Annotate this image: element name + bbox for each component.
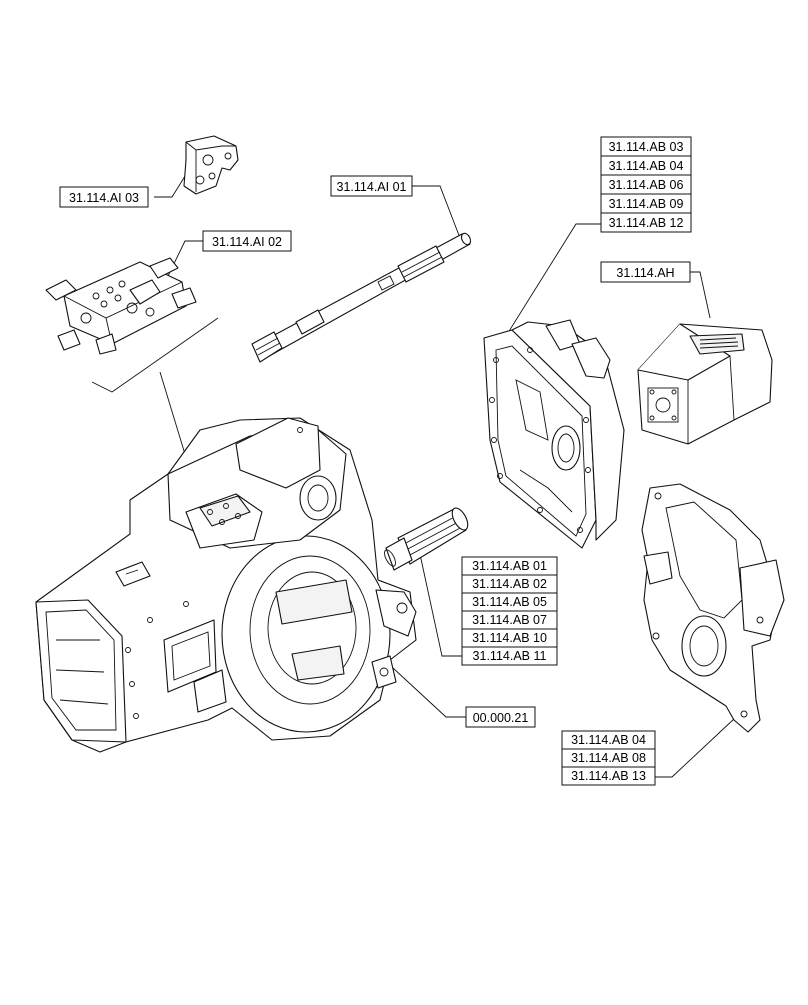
- callout-pto-input-shaft: 31.114.AB 07: [472, 613, 547, 627]
- pto-bracket-part: [183, 135, 239, 195]
- callout-pto-valve: 31.114.AI 02: [212, 235, 282, 249]
- callout-transmission-housing: 00.000.21: [473, 711, 529, 725]
- callout-box: [461, 646, 558, 666]
- callout-pto-input-shaft: 31.114.AB 01: [472, 559, 547, 573]
- pto-input-shaft-part: [384, 507, 469, 571]
- callout-box-pto-cover: [600, 261, 691, 283]
- callout-box: [600, 212, 692, 233]
- pto-support-plate-part: [641, 483, 785, 733]
- callout-pto-input-shaft: 31.114.AB 11: [473, 649, 547, 663]
- callout-box-pto-bracket: [59, 186, 149, 208]
- callout-pto-support-plate: 31.114.AB 08: [571, 751, 646, 765]
- callout-box-transmission-housing: [465, 706, 536, 728]
- pto-shaft-part: [251, 232, 472, 363]
- transmission-housing-part: [35, 417, 417, 753]
- callout-pto-housing: 31.114.AB 12: [609, 216, 684, 230]
- callout-pto-support-plate: 31.114.AB 13: [571, 769, 646, 783]
- callout-box: [561, 766, 656, 786]
- callout-pto-cover: 31.114.AH: [616, 266, 674, 280]
- pto-housing-part: [483, 319, 625, 549]
- callout-pto-housing: 31.114.AB 09: [609, 197, 684, 211]
- pto-valve-part: [45, 257, 197, 355]
- callout-pto-input-shaft: 31.114.AB 10: [472, 631, 547, 645]
- callout-box-pto-valve: [202, 230, 292, 252]
- callout-labels: 31.114.AI 03 31.114.AI 02 31.114.AI 01 3…: [59, 136, 692, 786]
- callout-pto-housing: 31.114.AB 06: [609, 178, 684, 192]
- callout-pto-input-shaft: 31.114.AB 02: [472, 577, 547, 591]
- pto-cover-part: [637, 323, 773, 445]
- callout-stack-pto-input-shaft: 31.114.AB 01 31.114.AB 02 31.114.AB 05 3…: [461, 556, 558, 666]
- callout-stack-pto-support-plate: 31.114.AB 04 31.114.AB 08 31.114.AB 13: [561, 730, 656, 786]
- callout-stack-pto-housing: 31.114.AB 03 31.114.AB 04 31.114.AB 06 3…: [600, 136, 692, 233]
- callout-pto-bracket: 31.114.AI 03: [69, 191, 139, 205]
- callout-pto-input-shaft: 31.114.AB 05: [472, 595, 547, 609]
- callout-pto-housing: 31.114.AB 03: [609, 140, 684, 154]
- callout-pto-shaft: 31.114.AI 01: [337, 180, 407, 194]
- callout-pto-support-plate: 31.114.AB 04: [571, 733, 646, 747]
- callout-box-pto-shaft: [330, 175, 413, 197]
- callout-pto-housing: 31.114.AB 04: [609, 159, 684, 173]
